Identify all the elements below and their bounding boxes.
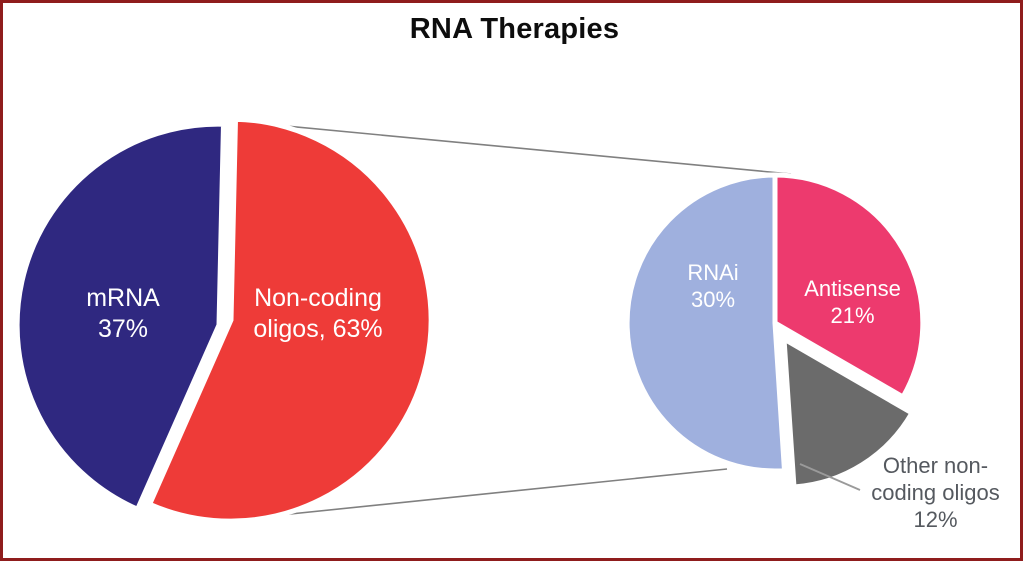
slice-label-other-line1: Other non- [882, 453, 989, 478]
breakout-connectors [264, 123, 792, 517]
pie-slice-antisense[interactable] [772, 172, 926, 401]
pie-slice-other-non-coding-oligos[interactable] [781, 334, 916, 490]
pie-slice-mrna[interactable] [14, 121, 227, 513]
slice-label-other-line2: coding oligos [871, 479, 1000, 505]
breakout-pie-chart [624, 172, 926, 491]
main-pie-chart [14, 116, 434, 524]
connector-line-bottom [270, 468, 728, 517]
slice-label-other-non-coding-oligos: Other non- coding oligos 12% [848, 453, 1020, 533]
pie-chart-canvas [14, 116, 926, 524]
pie-slice-rnai[interactable] [624, 172, 788, 474]
connector-line-top [264, 123, 792, 175]
page-title: RNA Therapies [409, 13, 620, 45]
slice-label-other-percent: 12% [913, 506, 958, 532]
pie-slice-non-coding-oligos[interactable] [146, 116, 434, 524]
leader-line-other-non-coding-oligos [799, 463, 861, 491]
